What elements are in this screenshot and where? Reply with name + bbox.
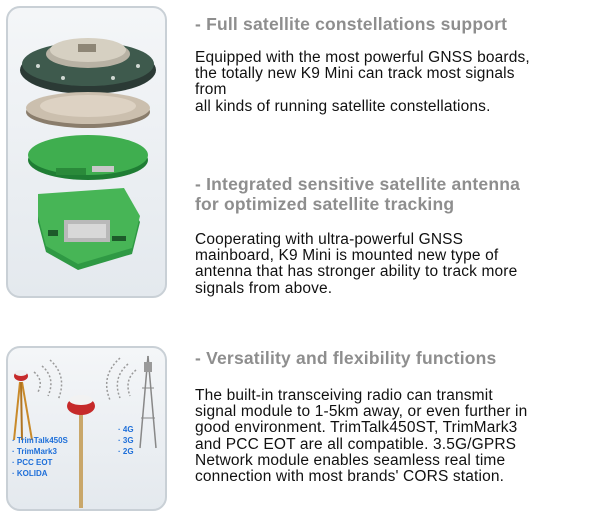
- description-line: mainboard, K9 Mini is mounted new type o…: [195, 247, 499, 265]
- radio-protocol-item: · TrimMark3: [12, 447, 57, 456]
- feature-description: Equipped with the most powerful GNSS boa…: [195, 49, 595, 115]
- description-line: the totally new K9 Mini can track most s…: [195, 65, 515, 83]
- description-line: signal module to 1-5km away, or even fur…: [195, 403, 528, 421]
- description-line: good environment. TrimTalk450ST, TrimMar…: [195, 419, 518, 437]
- radio-protocol-item: · TrimTalk450S: [12, 436, 68, 445]
- radio-network-illustration-card: [6, 346, 167, 511]
- description-line: signals from above.: [195, 279, 333, 297]
- feature-versatility-section: - Versatility and flexibility functions …: [195, 348, 595, 485]
- heading-line: - Full satellite constellations support: [195, 14, 508, 34]
- description-line: from: [195, 81, 227, 99]
- heading-line: - Integrated sensitive satellite antenna: [195, 174, 521, 194]
- description-line: Network module enables seamless real tim…: [195, 451, 506, 469]
- receiver-exploded-view-card: [6, 6, 167, 298]
- description-line: The built-in transceiving radio can tran…: [195, 387, 493, 404]
- radio-network-illustration-image: [13, 355, 157, 508]
- description-line: Equipped with the most powerful GNSS boa…: [195, 49, 530, 66]
- feature-heading: - Full satellite constellations support: [195, 14, 595, 34]
- radio-protocol-item: · PCC EOT: [12, 458, 53, 467]
- heading-line: for optimized satellite tracking: [195, 194, 455, 214]
- feature-heading: - Versatility and flexibility functions: [195, 348, 595, 368]
- network-type-item: · 3G: [118, 436, 134, 445]
- heading-line: - Versatility and flexibility functions: [195, 348, 497, 368]
- receiver-exploded-view-image: [20, 38, 156, 270]
- network-type-item: · 4G: [118, 425, 134, 434]
- feature-description: Cooperating with ultra-powerful GNSS mai…: [195, 231, 595, 297]
- feature-constellations-section: - Full satellite constellations support …: [195, 14, 595, 115]
- feature-description: The built-in transceiving radio can tran…: [195, 387, 595, 486]
- description-line: Cooperating with ultra-powerful GNSS: [195, 231, 464, 248]
- radio-protocol-item: · KOLIDA: [12, 469, 48, 478]
- network-type-list: · 4G · 3G · 2G: [118, 424, 134, 457]
- description-line: all kinds of running satellite constella…: [195, 97, 491, 115]
- description-line: connection with most brands' CORS statio…: [195, 468, 505, 486]
- description-line: antenna that has stronger ability to tra…: [195, 263, 518, 281]
- radio-protocol-list: · TrimTalk450S · TrimMark3 · PCC EOT · K…: [12, 435, 68, 479]
- network-type-item: · 2G: [118, 447, 134, 456]
- description-line: and PCC EOT are all compatible. 3.5G/GPR…: [195, 435, 517, 453]
- feature-antenna-section: - Integrated sensitive satellite antenna…: [195, 174, 595, 297]
- feature-heading: - Integrated sensitive satellite antenna…: [195, 174, 595, 214]
